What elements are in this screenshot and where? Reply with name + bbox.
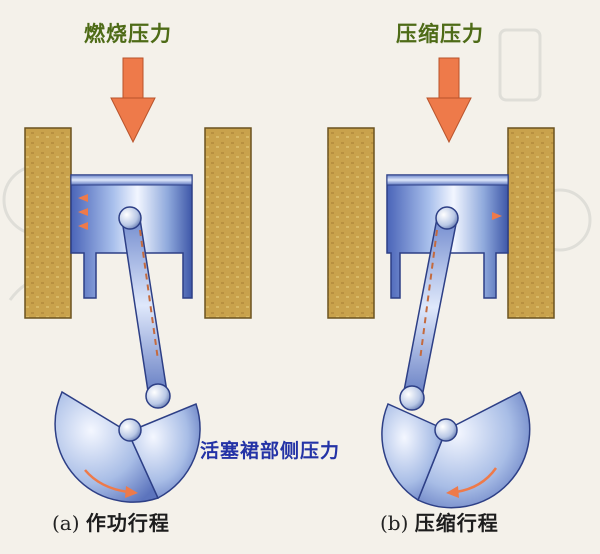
caption-marker: (b) — [380, 511, 409, 535]
cylinder-wall-left — [24, 127, 72, 319]
cylinder-wall-right — [507, 127, 555, 319]
caption-text: 压缩行程 — [414, 511, 499, 535]
crankshaft-center — [118, 418, 142, 442]
compression-pressure-arrow — [426, 57, 472, 144]
crank-disk — [417, 390, 531, 509]
side-pressure-marks — [492, 212, 502, 220]
crank-pin — [145, 383, 171, 409]
power-stroke-assembly — [24, 57, 252, 503]
cylinder-wall-left — [327, 127, 375, 319]
compression-stroke-assembly — [327, 57, 555, 509]
crankshaft-center — [434, 418, 458, 442]
combustion-pressure-label: 燃烧压力 — [84, 22, 172, 46]
caption-compression-stroke: (b) 压缩行程 — [380, 507, 499, 536]
piston-pin — [435, 206, 459, 230]
skirt-side-pressure-label: 活塞裙部侧压力 — [200, 440, 341, 462]
caption-marker: (a) — [52, 511, 80, 535]
combustion-pressure-arrow — [110, 57, 156, 144]
piston-pin — [118, 206, 142, 230]
caption-power-stroke: (a) 作功行程 — [52, 507, 170, 536]
crank-pin — [399, 385, 425, 411]
crank-disk — [54, 390, 160, 503]
caption-text: 作功行程 — [85, 511, 170, 535]
compression-pressure-label: 压缩压力 — [396, 22, 484, 46]
side-pressure-marks — [78, 194, 88, 230]
cylinder-wall-right — [204, 127, 252, 319]
